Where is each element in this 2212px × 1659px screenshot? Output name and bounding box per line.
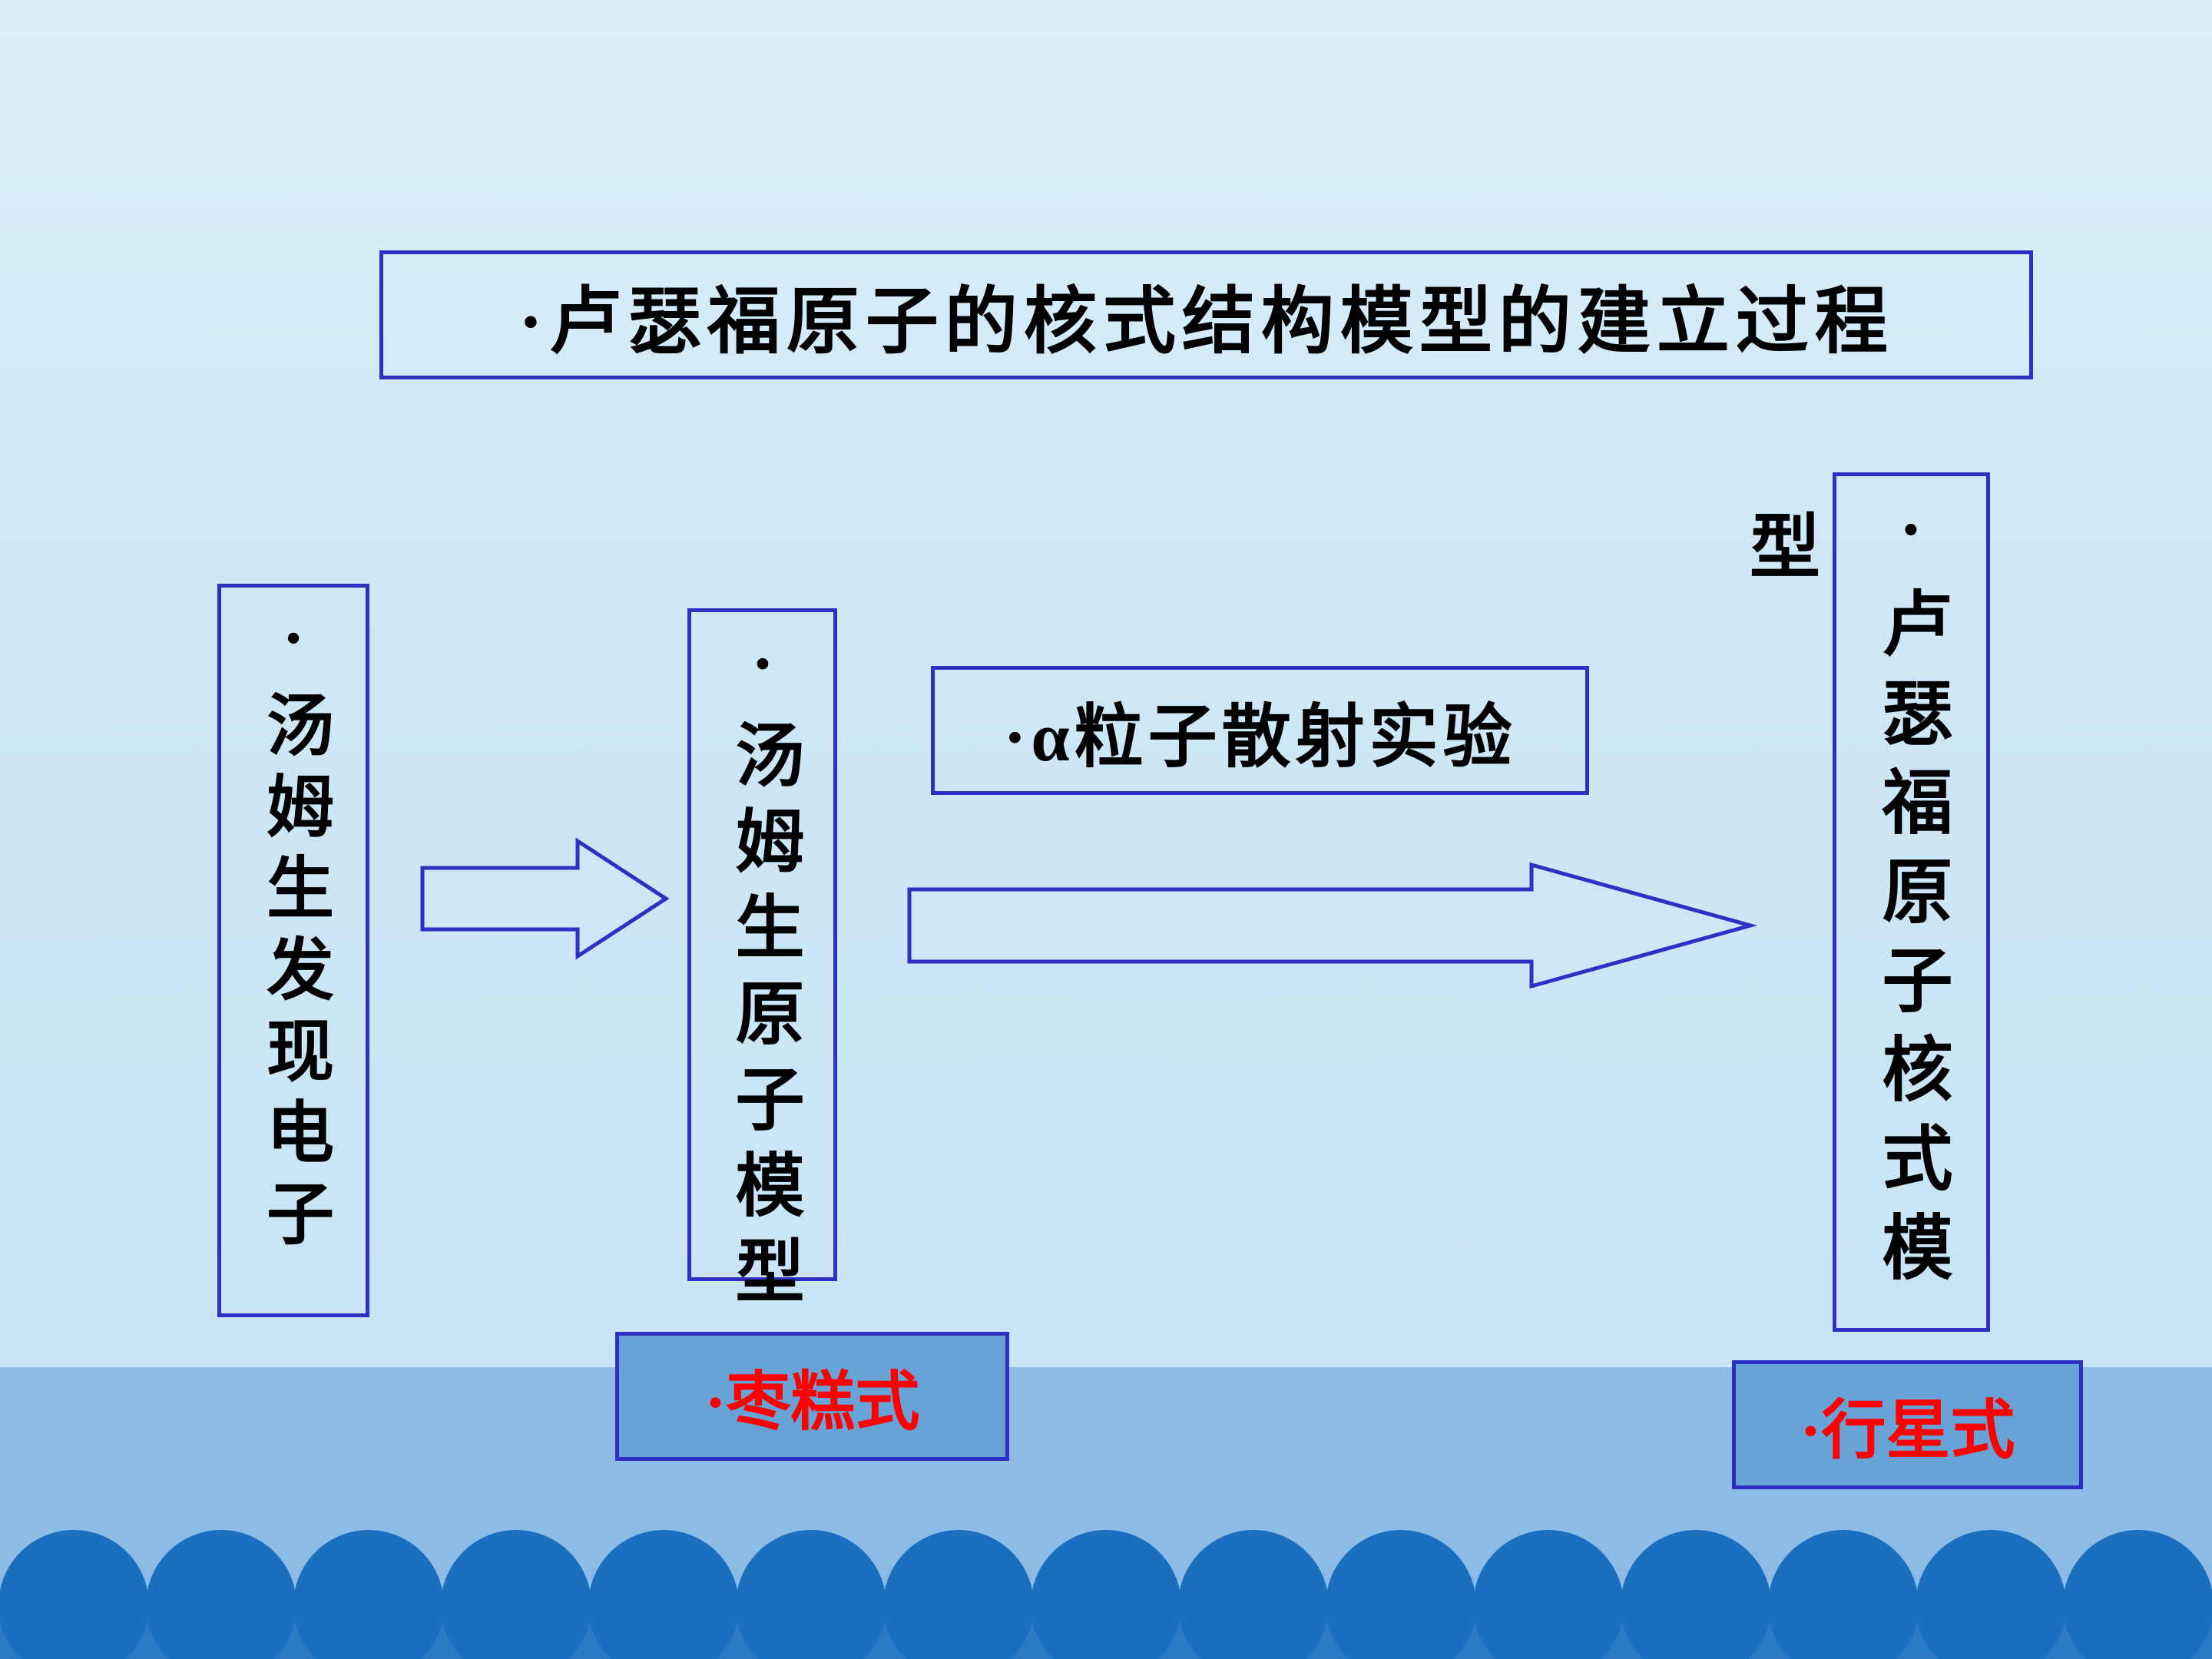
label-planetary: ·行星式 bbox=[1732, 1360, 2083, 1489]
arrow-large-shape bbox=[907, 862, 1758, 989]
node-thomson-model: ·汤姆生原子模型 bbox=[687, 608, 837, 1321]
node-alpha-experiment: ·α粒子散射实验 bbox=[931, 666, 1589, 795]
node-alpha-experiment-label: ·α粒子散射实验 bbox=[1003, 700, 1517, 776]
node-thomson-model-label: ·汤姆生原子模型 bbox=[724, 626, 801, 1321]
node-rutherford-model: ·卢瑟福原子核式模 bbox=[1833, 472, 1990, 1332]
node-thomson-electron: ·汤姆生发现电子 bbox=[217, 584, 369, 1317]
label-plum-pudding-text: ·枣糕式 bbox=[704, 1366, 920, 1439]
node-rutherford-model-label: ·卢瑟福原子核式模 bbox=[1872, 490, 1950, 1300]
slide-title: ·卢瑟福原子的核式结构模型的建立过程 bbox=[518, 280, 1894, 363]
label-planetary-text: ·行星式 bbox=[1800, 1395, 2015, 1467]
label-plum-pudding: ·枣糕式 bbox=[615, 1332, 1009, 1461]
arrow-small-shape bbox=[420, 837, 670, 960]
node-thomson-electron-label: ·汤姆生发现电子 bbox=[256, 601, 331, 1260]
node-rutherford-overflow-char: 型 bbox=[1750, 508, 1821, 587]
title-box: ·卢瑟福原子的核式结构模型的建立过程 bbox=[379, 250, 2033, 379]
arrow-small bbox=[420, 837, 670, 960]
arrow-large bbox=[907, 862, 1758, 989]
